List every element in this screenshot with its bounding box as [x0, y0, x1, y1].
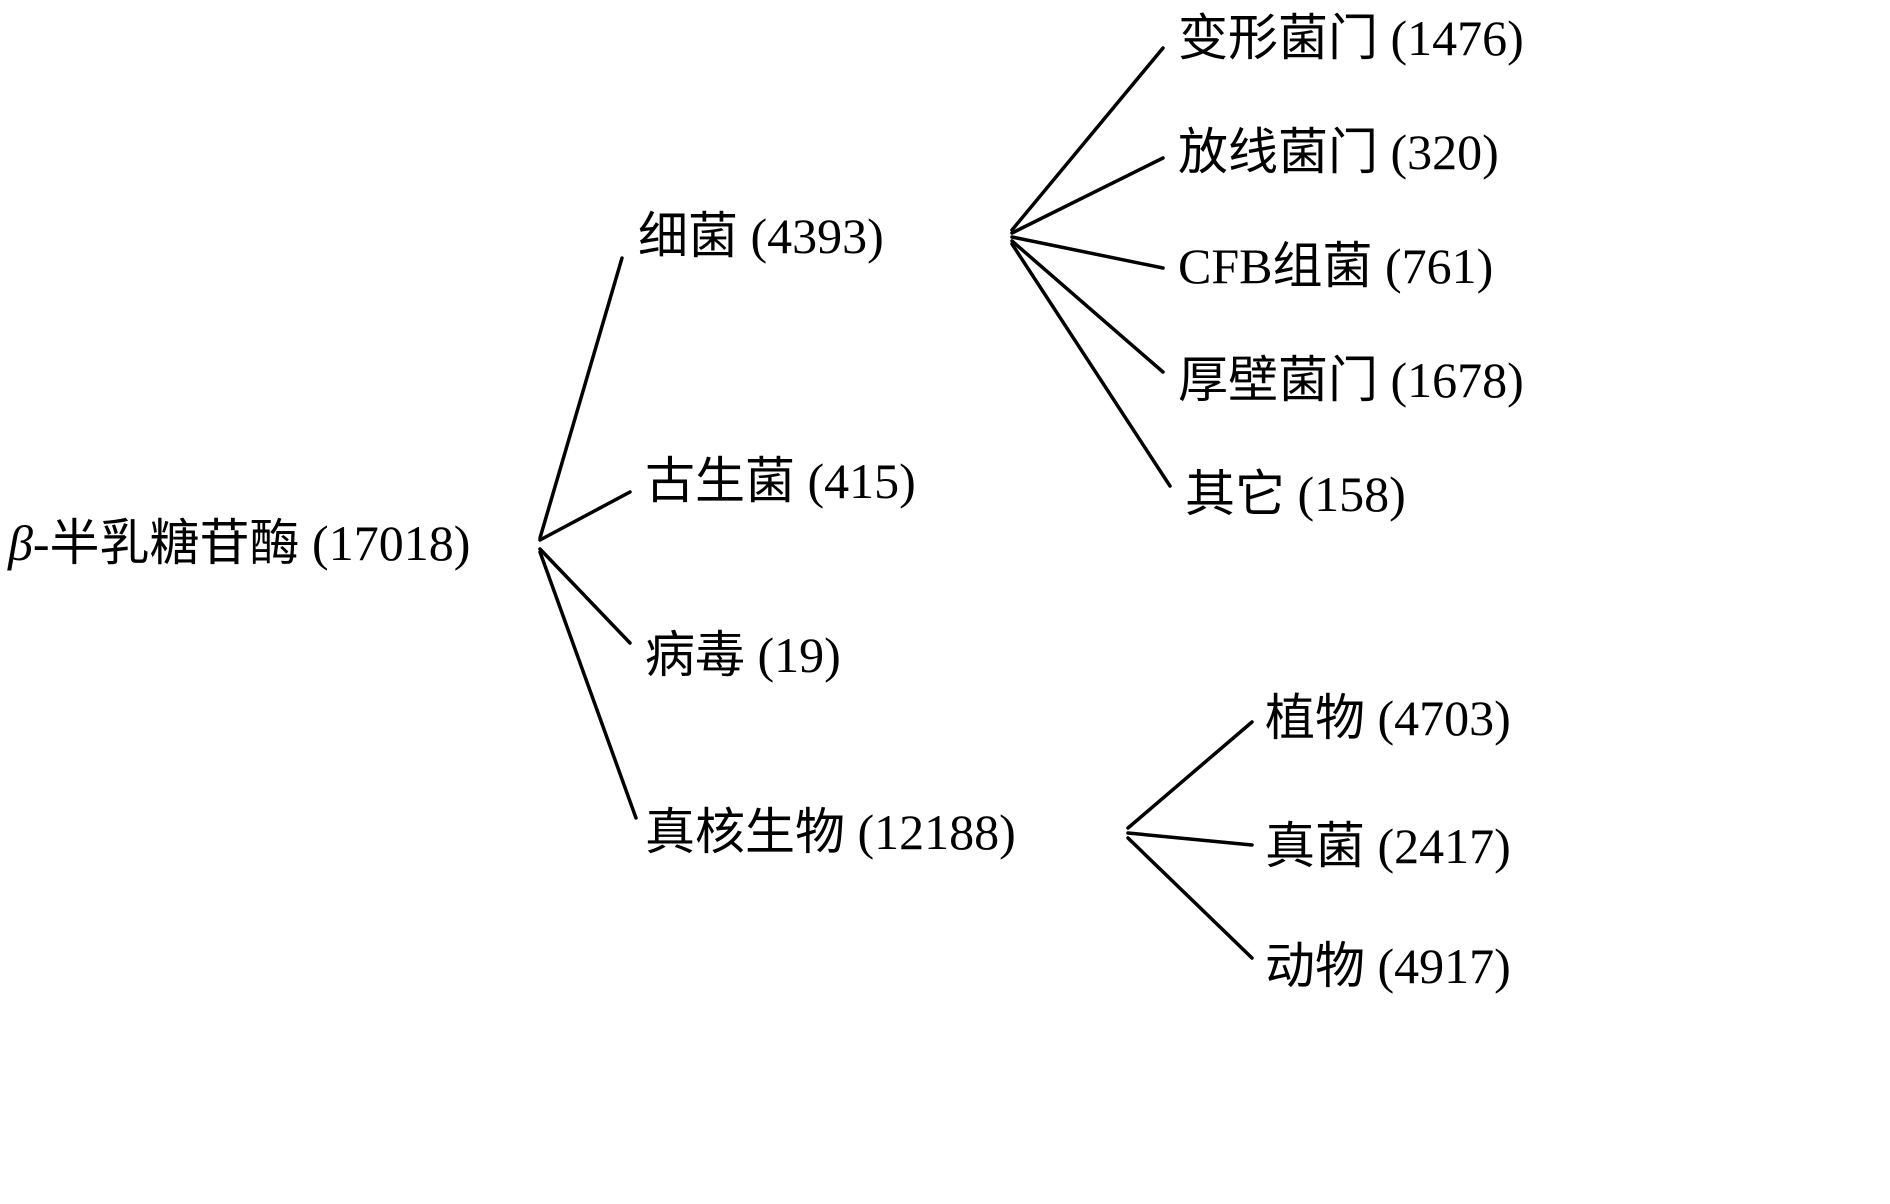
node-actinobacteria: 放线菌门 (320) [1178, 124, 1499, 180]
node-root: β-半乳糖苷酶 (17018) [8, 515, 470, 571]
node-eukaryote: 真核生物 (12188) [645, 804, 1016, 860]
node-bacteria: 细菌 (4393) [638, 208, 884, 264]
edge-bacteria-cfb [1010, 235, 1165, 270]
edge-root-bacteria [538, 256, 624, 540]
edge-eukaryote-animal [1126, 836, 1254, 960]
node-virus: 病毒 (19) [645, 627, 841, 683]
node-archaea: 古生菌 (415) [645, 453, 916, 509]
node-firmicutes: 厚壁菌门 (1678) [1178, 352, 1524, 408]
node-root-label: -半乳糖苷酶 (17018) [32, 515, 471, 571]
edge-root-eukaryote [538, 550, 638, 820]
edge-bacteria-actinobacteria [1010, 156, 1165, 235]
node-animal: 动物 (4917) [1265, 938, 1511, 994]
node-cfb-group: CFB组菌 (761) [1178, 238, 1494, 294]
node-other-bacteria: 其它 (158) [1185, 466, 1406, 522]
edge-root-virus [538, 547, 632, 645]
edge-eukaryote-plant [1126, 720, 1254, 830]
edge-bacteria-firmicutes [1010, 239, 1165, 374]
edge-bacteria-proteobacteria [1010, 46, 1165, 232]
beta-symbol: β [8, 515, 33, 571]
edge-root-archaea [538, 490, 632, 542]
node-plant: 植物 (4703) [1265, 690, 1511, 746]
edge-bacteria-other [1010, 242, 1172, 488]
node-proteobacteria: 变形菌门 (1476) [1178, 10, 1524, 66]
node-fungi: 真菌 (2417) [1265, 818, 1511, 874]
edge-eukaryote-fungi [1126, 831, 1254, 847]
